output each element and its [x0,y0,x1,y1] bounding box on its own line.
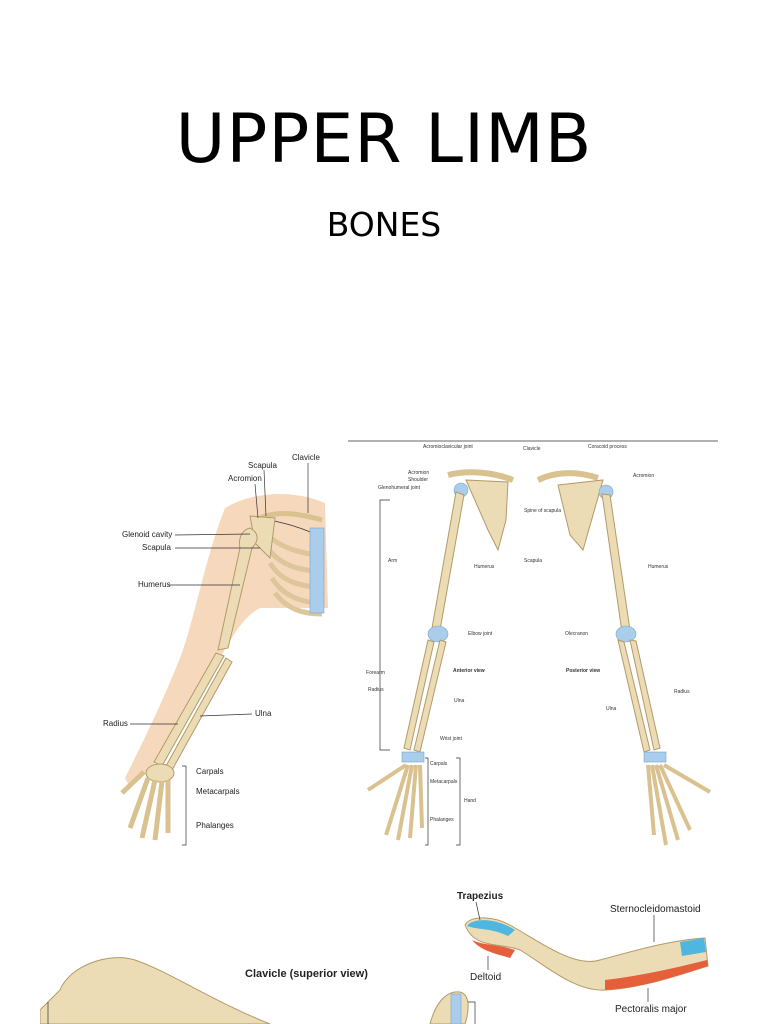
label-hand: Hand [464,798,476,804]
label-shoulder: Shoulder [408,477,428,483]
label-scapula: Scapula [524,558,542,564]
clavicle-large-bone [40,957,271,1024]
clavicle-illustration: Clavicle (superior view) Trapezius Stern… [40,891,709,1024]
label-posterior-view: Posterior view [566,668,600,674]
clavicle-large-end [429,991,469,1024]
label-ulna: Ulna [255,709,272,718]
label-acromion-left: Acromion [408,470,429,476]
label-coracoid-process: Coracoid process [588,444,627,450]
label-ulna-left: Ulna [454,698,465,704]
label-forearm: Forearm [366,670,385,676]
label-sternocleidomastoid: Sternocleidomastoid [610,904,701,915]
label-glenoid-cavity: Glenoid cavity [122,530,172,539]
label-ulna-right: Ulna [606,706,617,712]
label-wrist-joint: Wrist joint [440,736,462,742]
posterior-skeleton [536,470,712,846]
label-acromion-right: Acromion [633,473,654,479]
label-clavicle: Clavicle [523,446,541,452]
label-acromion: Acromion [228,474,262,483]
label-carpals: Carpals [196,767,224,776]
label-humerus: Humerus [138,580,170,589]
label-arm: Arm [388,558,397,564]
label-elbow-joint: Elbow joint [468,631,493,637]
label-spine-of-scapula: Spine of scapula [524,508,561,514]
label-trapezius: Trapezius [457,891,504,902]
label-phalanges: Phalanges [196,821,234,830]
label-radius: Radius [103,719,128,728]
label-radius-left: Radius [368,687,384,693]
label-olecranon: Olecranon [565,631,588,637]
sternocleidomastoid-attachment [680,938,706,956]
label-deltoid: Deltoid [470,972,501,983]
label-metacarpals: Metacarpals [430,779,458,785]
label-scapula-top: Scapula [248,461,277,470]
anterior-posterior-illustration: Acromioclavicular joint Clavicle Coracoi… [348,440,718,846]
trapezius-attachment [467,920,515,936]
label-acromioclavicular-joint: Acromioclavicular joint [423,444,473,450]
pectoralis-attachment [605,960,708,990]
humerus-bone [217,527,258,651]
page-subtitle: BONES [326,205,442,244]
label-scapula: Scapula [142,543,171,552]
page-title: UPPER LIMB [175,100,593,179]
upper-limb-illustration: Clavicle Scapula Acromion Glenoid cavity… [103,453,328,846]
label-anterior-view: Anterior view [453,668,485,674]
clavicle-caption: Clavicle (superior view) [245,968,368,980]
anterior-skeleton [366,469,515,841]
deltoid-attachment [472,940,515,958]
label-radius-right: Radius [674,689,690,695]
label-pectoralis-major: Pectoralis major [615,1004,687,1015]
label-phalanges: Phalanges [430,817,454,823]
label-humerus-left: Humerus [474,564,495,570]
clavicle-bone [259,511,323,523]
label-metacarpals: Metacarpals [196,787,240,796]
label-clavicle: Clavicle [292,453,321,462]
label-carpals: Carpals [430,761,448,767]
label-glenohumeral-joint: Glenohumeral joint [378,485,421,491]
label-humerus-right: Humerus [648,564,669,570]
hand-bones [120,763,175,841]
